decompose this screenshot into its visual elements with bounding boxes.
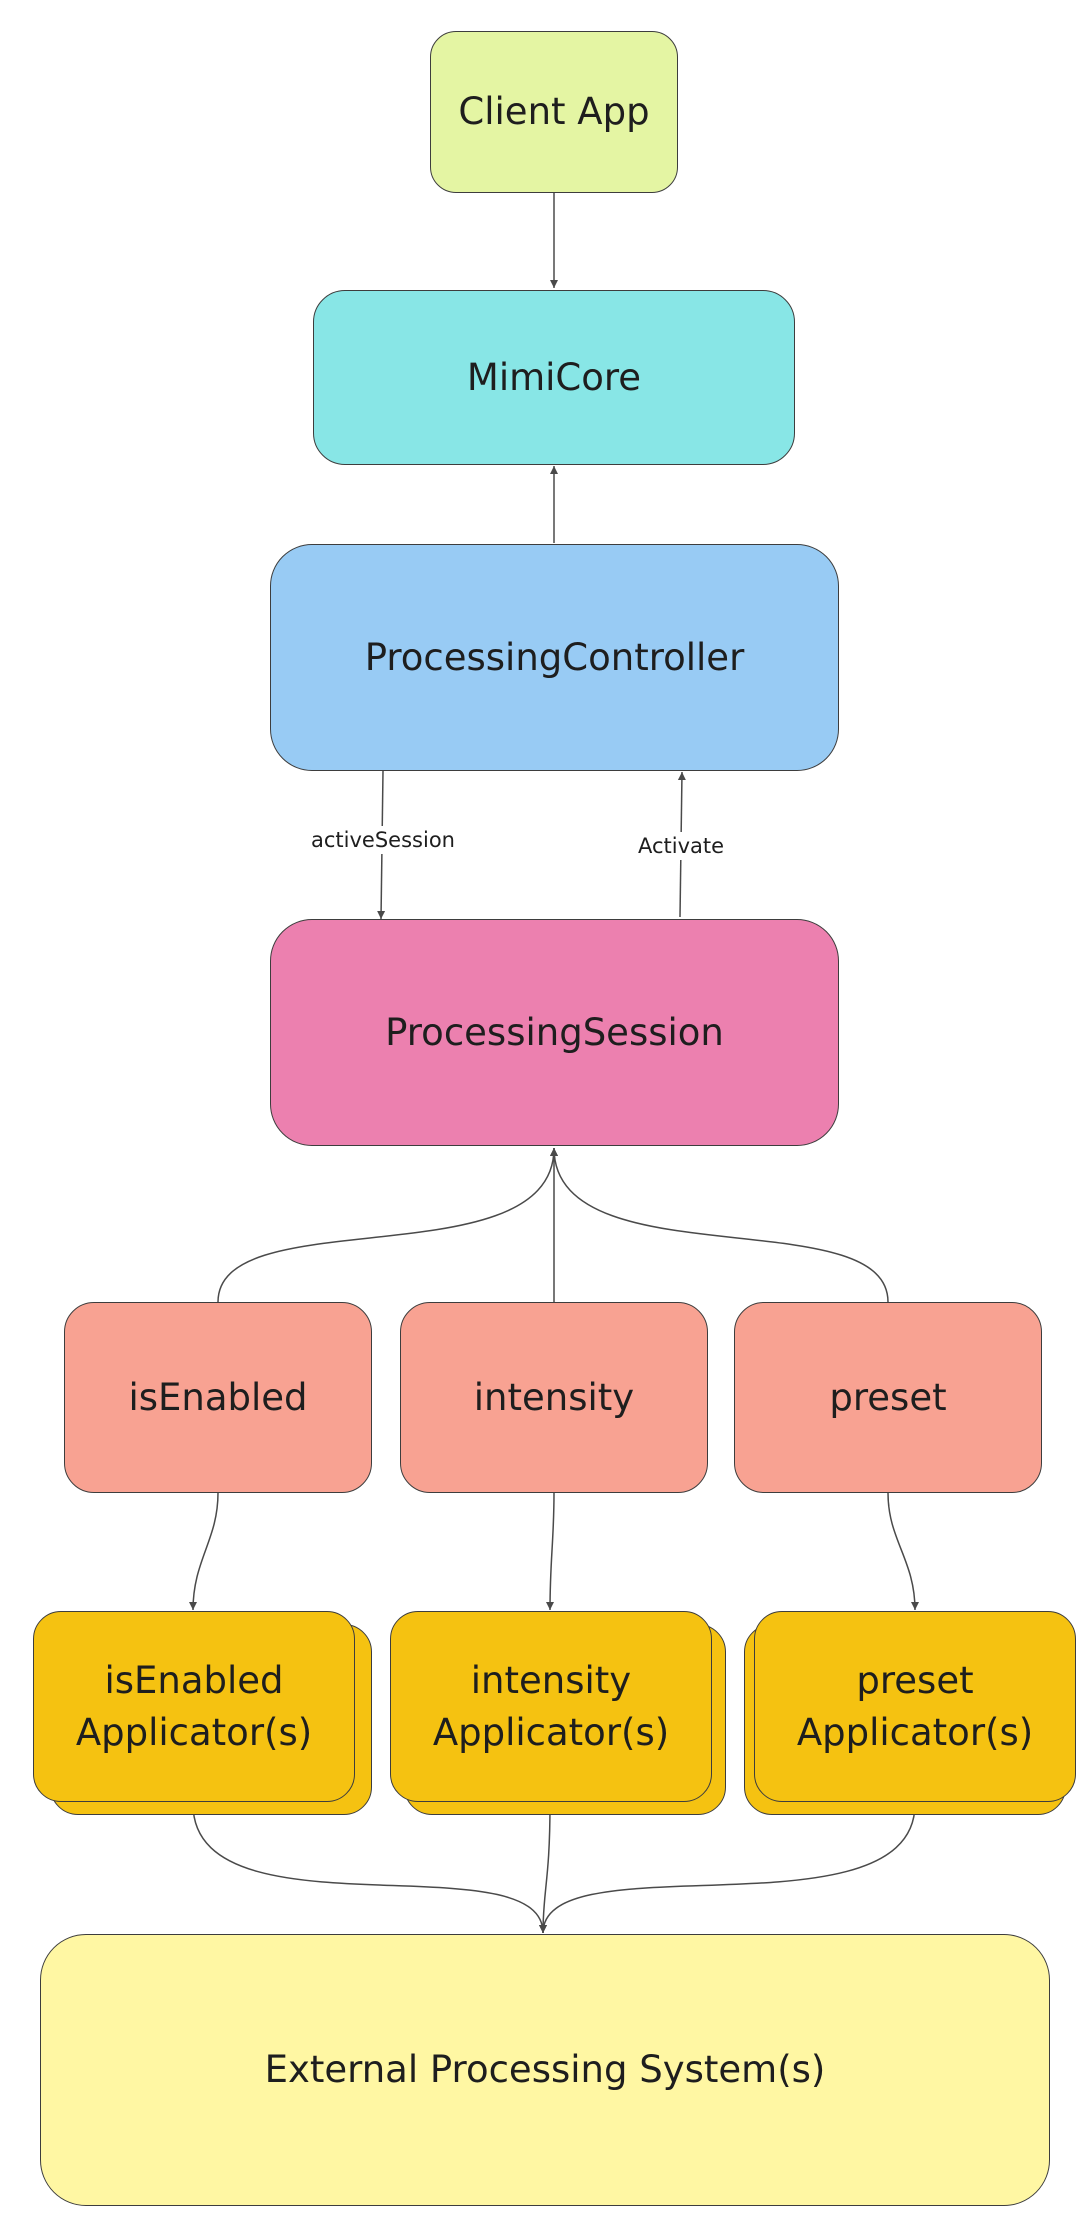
- mimicore-node: MimiCore: [313, 290, 795, 465]
- preset-node: preset: [734, 1302, 1042, 1493]
- is-enabled-node: isEnabled: [64, 1302, 372, 1493]
- edge-intensity-to-applicator: [546, 1492, 555, 1611]
- edge-intensity-applicator-to-external: [539, 1803, 551, 1934]
- active-session-label: activeSession: [307, 826, 459, 854]
- edge-preset-applicator-to-external: [539, 1803, 916, 1934]
- edge-isenabled-to-applicator: [189, 1492, 219, 1611]
- processing-controller-node: ProcessingController: [270, 544, 839, 771]
- edge-isenabled-applicator-to-external: [192, 1803, 547, 1934]
- is-enabled-applicator-node: isEnabled Applicator(s): [33, 1611, 355, 1802]
- preset-applicator-node: preset Applicator(s): [754, 1611, 1076, 1802]
- client-app-node: Client App: [430, 31, 678, 193]
- external-processing-node: External Processing System(s): [40, 1934, 1050, 2206]
- intensity-applicator-node: intensity Applicator(s): [390, 1611, 712, 1802]
- activate-label: Activate: [633, 832, 729, 860]
- edge-preset-to-applicator: [887, 1492, 919, 1611]
- edge-preset-to-session: [550, 1147, 889, 1303]
- edge-isenabled-to-session: [217, 1147, 558, 1303]
- intensity-node: intensity: [400, 1302, 708, 1493]
- processing-session-node: ProcessingSession: [270, 919, 839, 1146]
